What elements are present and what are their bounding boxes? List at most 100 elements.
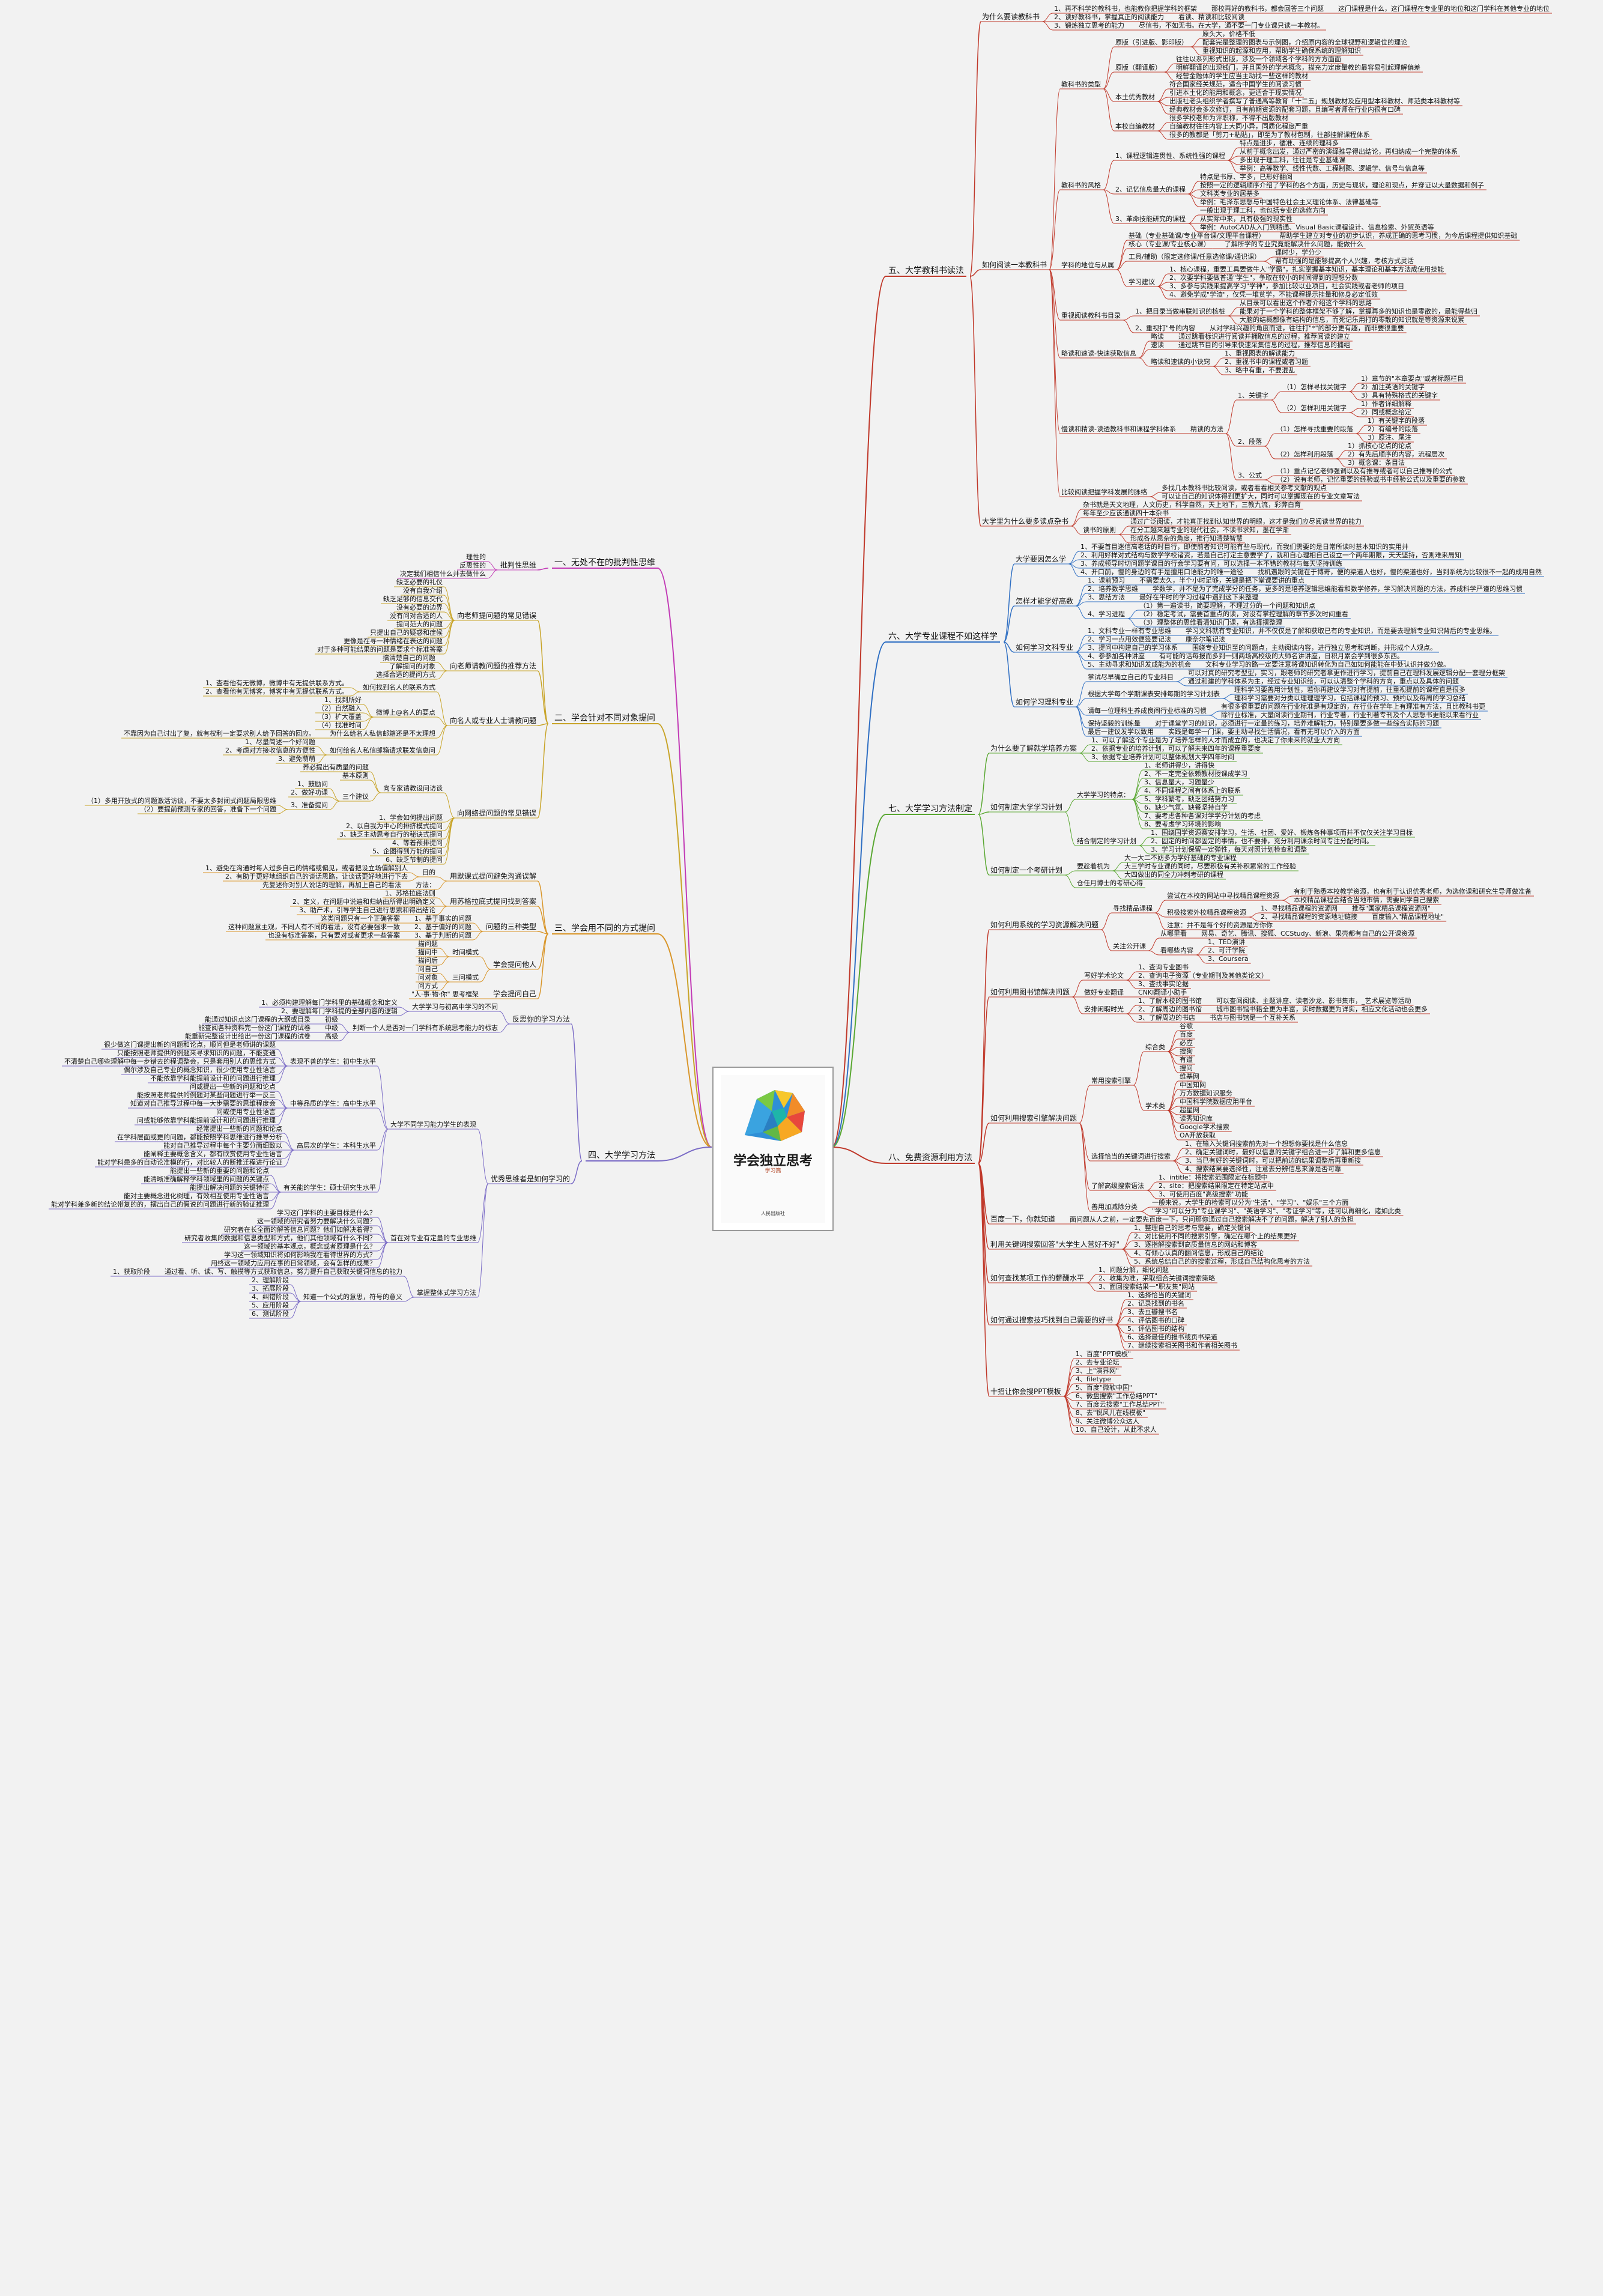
node-l1: 用默课式提问避免沟通误解 — [450, 872, 537, 880]
node-l3: 不需要太久，半个小时足够，关键是把下堂课要讲的重点 — [1139, 577, 1305, 584]
node-l2: 3、锻炼独立思考的能力 — [1054, 22, 1124, 29]
node-l3: 从哪里看 — [1160, 930, 1187, 937]
node-l1: 问题的三种类型 — [486, 922, 537, 931]
node-l4: 能对自己推导过程中每个主要分面细致以 — [163, 1142, 283, 1150]
node-l6: 3）原注、尾注 — [1367, 434, 1411, 441]
node-l3: 尝试在本校的网站中寻找精品课程资源 — [1167, 892, 1279, 900]
node-l4: 不清楚自己哪些理解中每一步错去的程调整会，只是套用别人的思维方式 — [64, 1058, 276, 1065]
node-l2: 读书的原则 — [1083, 526, 1116, 534]
node-l4: 重视知识的起源和应用，帮助学生确保系统的理解知识 — [1202, 47, 1361, 55]
node-l2: 方法： — [416, 881, 435, 889]
node-l6: 1）章节的"本章要点"或者标题栏目 — [1360, 375, 1464, 383]
node-l3: 8、要考虑学习环境的影响 — [1144, 820, 1221, 828]
node-l3: 1、尽量简述一个好问题 — [245, 738, 316, 746]
node-l2: 对于多种可能结果的问题是要求个标准答案 — [317, 646, 443, 653]
node-l2: 保持坚毅的训练量 — [1087, 719, 1141, 727]
node-l4: 3、准备提问 — [291, 801, 329, 809]
node-l3: 3、学习计划保留一定弹性，每天对照计划检查和调整 — [1150, 846, 1307, 853]
node-l4: 能对学科兼多新的结论带复的的，摆出自己的假说的问题进行新的验证推理 — [51, 1201, 270, 1208]
node-l2: 10、自己设计，从此不求人 — [1075, 1426, 1157, 1434]
node-l1: 十招让你会搜PPT模板 — [990, 1387, 1061, 1396]
node-l4: 1、关键字 — [1237, 392, 1268, 399]
node-l3: 那校再好的教科书，都会回答三个问题 — [1211, 5, 1324, 13]
node-l2: 3、上"演界网" — [1075, 1367, 1119, 1375]
node-l3: 一般来说，大学生的检索可以分为"生活"、"学习"、"娱乐"三个方面 — [1152, 1199, 1349, 1207]
node-l2: 决定我们相信什么并去做什么 — [400, 570, 486, 578]
node-l2: 做好专业翻译 — [1084, 989, 1124, 996]
node-l2: 要趁着机为 — [1077, 862, 1110, 870]
node-l3: 描问题 — [418, 940, 438, 948]
node-l4: 能按照老师提供的例题对某些问题进行举一反三 — [137, 1091, 276, 1099]
node-l4: 搜问 — [1179, 1064, 1193, 1072]
node-l3: 7、要考虑各种各课对学学分计划的考虑 — [1144, 812, 1261, 820]
node-l2: 1、苏格拉底法则 — [385, 889, 435, 897]
node-l1: 优秀思维者是如何学习的 — [491, 1175, 571, 1183]
node-l2: 2、对比使用不同的搜索引擎，确定在哪个上的结果更好 — [1134, 1232, 1297, 1240]
node-l2: 3、基于判断的问题 — [414, 931, 472, 939]
node-l3: 有可能的话每报而多到一则两场高校级的大师名讲讲座，日积月累会学到很多东西。 — [1159, 652, 1404, 660]
node-l3: 实践是每学一门课，要主动寻找生活情况，看有无可以介入的方面 — [1168, 728, 1360, 736]
node-l4: 能对学科患多的自动论准模的行，对比较人的断推迁程进行论证 — [97, 1159, 283, 1166]
node-l3: 学术类 — [1145, 1102, 1165, 1110]
node-l2: 善用加减除分类 — [1091, 1203, 1138, 1211]
node-l4: 读秀知识库 — [1179, 1115, 1213, 1122]
node-l2: 微博上@名人的要点 — [376, 709, 435, 716]
central-book-cover: 学会独立思考 学习篇 人民出版社 — [712, 1067, 834, 1231]
node-l2: 3、缺乏主动思考自行的秘诀式提问 — [339, 831, 443, 838]
node-l3: 问方式 — [418, 982, 438, 990]
node-l3: 3、革命技能研究的课程 — [1115, 215, 1186, 223]
node-l4: 自编教材往往内容上大同小异，同质化程度严重 — [1169, 123, 1308, 130]
node-l3: 1、避免在沟通时每人过多自己的情绪或偏见，或者把设立场偏解别人 — [205, 864, 408, 872]
node-l2: 最后一建议发学以致用 — [1087, 728, 1154, 736]
node-l4: 这门课程是什么，这门课程在专业里的地位和这门学科在其他专业的地位 — [1338, 5, 1550, 13]
node-l1: 如何制定一个考研计划 — [990, 866, 1062, 874]
node-l4: 配套完是整理的图表与示例图，介绍原内容的全球视野和逻辑位的理论 — [1202, 38, 1407, 46]
branch-4-title: 四、大学学习方法 — [588, 1151, 655, 1160]
node-l3: 描问中 — [418, 948, 438, 956]
node-l4: 能对主要概念进化树理，有效相互使用专业性语言 — [124, 1192, 270, 1200]
node-l2: 1、基于事实的问题 — [414, 915, 472, 922]
node-l3: 2、固定的时间都固定的事情，也不要排，充分利用课余时间专注分配时间。 — [1150, 837, 1373, 845]
node-l4: 2、段落 — [1237, 438, 1262, 446]
node-l4: 能提出一些新的重要的问题和论点 — [170, 1167, 270, 1175]
node-l2: 2、学习一点用效便签要记法 — [1087, 635, 1171, 643]
node-l3: 核心（专业课/专业核心课） — [1128, 240, 1210, 248]
node-l4: 经常提出一些新的问题和论点 — [196, 1125, 283, 1133]
node-l5: （1）重点记忆老师强调以及有推导或者可以自己推导的公式 — [1276, 467, 1452, 475]
node-l4: 1、鼓励问 — [297, 780, 329, 788]
node-l1: 批判性思维 — [500, 561, 537, 569]
node-l5: （2）说有老师，记忆重要的经验或书中经验公式以及重要的参数 — [1276, 476, 1465, 483]
node-l4: 4、纠错阶段 — [252, 1293, 289, 1301]
node-l4: 6、测试阶段 — [252, 1310, 289, 1318]
node-l3: 问对象 — [418, 974, 438, 981]
node-l2: 2、依据专业的培养计划，可以了解未来四年的课程重要度 — [1091, 745, 1261, 753]
node-l2: 三问模式 — [452, 974, 479, 981]
node-l3: 工具/辅助（限定选修课/任意选修课/通识课） — [1128, 253, 1261, 261]
node-l3: （2）自然融入 — [318, 704, 362, 712]
node-l3: 1、在输入关键词搜索前先对一个想想你要找是什么信息 — [1184, 1140, 1348, 1148]
node-l3: 养必提出有质量的问题 — [303, 763, 369, 771]
node-l2: 6、微盘搜索"工作总结PPT" — [1075, 1392, 1157, 1400]
node-l2: 6、选择最佳的报书或页书渠道 — [1127, 1333, 1217, 1341]
node-l3: 1、围绕国学资源赛安排学习，生活、社团、爱好、锻炼各种事项而并不仅仅关注学习目标 — [1150, 829, 1413, 837]
node-l5: 百度输入"精品课程地址" — [1371, 913, 1444, 921]
node-l4: 往往以系列形式出版，涉及一个领域各个学科的方方面面 — [1175, 55, 1341, 63]
branch-5-title: 五、大学教科书读法 — [888, 266, 964, 276]
node-l4: 3、拓展阶段 — [252, 1285, 289, 1292]
node-l2: 1、整理自己的思考与需要，确定关键词 — [1134, 1224, 1251, 1232]
node-l3: 文科专业学习的路一定要注意将课知识转化为自己如如何能能在中处认识并做分做。 — [1205, 661, 1450, 668]
node-l4: 能查阅各种资料完一份这门课程的试卷 — [198, 1024, 311, 1032]
node-l3: 这种问题意主观，不同人有不同的看法，没有必要强求一致 — [228, 923, 401, 931]
node-l4: 文科类专业的居基多 — [1199, 190, 1259, 198]
node-l3: 2、重视打"号的内容 — [1135, 324, 1196, 332]
node-l4: 能提出解决问题的关键特征 — [190, 1184, 270, 1192]
node-l3: 研究者在长全面的解答信息问题？他们如解决着得？ — [224, 1226, 377, 1234]
node-l2: 3、去豆瓣搜书名 — [1127, 1308, 1178, 1316]
node-l3: 3、避免萌萌 — [278, 755, 316, 763]
node-l1: 向网络提问题的常见错误 — [457, 809, 537, 817]
node-l5: （1）怎样寻找重要的段落 — [1276, 425, 1353, 433]
node-l4: 2、做好功课 — [291, 789, 329, 796]
node-l3: 理科学习需要对分类以理理理学习，包括课程的预习、预约以及每周的学习总结 — [1234, 694, 1465, 702]
node-l4: 1、核心课程，重要工具要做牛人"学霸"，扎实掌握基本知识，基本理论和基本方法成使… — [1169, 265, 1444, 273]
node-l2: 大学学习的特点： — [1077, 791, 1130, 799]
